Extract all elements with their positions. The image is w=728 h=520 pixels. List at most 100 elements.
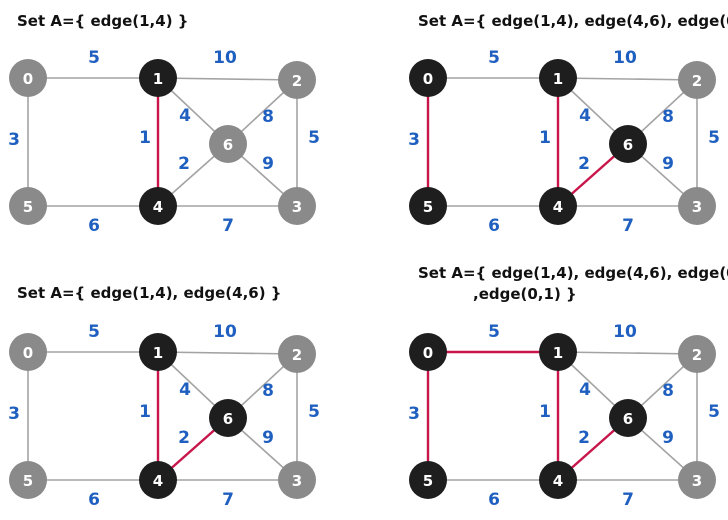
edge-weight-5-4: 6	[88, 490, 100, 510]
edge-1-2	[157, 351, 298, 355]
node-label-0: 0	[23, 70, 33, 88]
edge-weight-1-2: 10	[213, 322, 237, 342]
edge-weight-2-3: 5	[308, 402, 320, 422]
node-3	[678, 187, 716, 225]
edge-weight-1-2: 10	[613, 322, 637, 342]
caption-panel-4: Set A={ edge(1,4), edge(4,6), edge(0,5),…	[418, 264, 728, 303]
edge-weight-1-2: 10	[613, 48, 637, 68]
edge-weight-0-1: 5	[488, 48, 500, 68]
node-4-selected	[139, 461, 177, 499]
caption-line: Set A={ edge(1,4), edge(4,6) }	[17, 284, 281, 302]
edge-weight-2-6: 8	[662, 381, 674, 401]
node-label-4: 4	[153, 198, 163, 216]
edge-weight-4-6: 2	[178, 154, 190, 174]
node-4-selected	[539, 461, 577, 499]
node-label-3: 3	[692, 198, 702, 216]
edge-weight-0-1: 5	[88, 322, 100, 342]
node-label-4: 4	[553, 472, 563, 490]
node-label-4: 4	[553, 198, 563, 216]
caption-panel-3: Set A={ edge(1,4), edge(4,6) }	[17, 284, 281, 302]
node-0-selected	[409, 333, 447, 371]
node-0	[9, 59, 47, 97]
edge-weight-4-3: 7	[222, 216, 234, 236]
caption-line: Set A={ edge(1,4), edge(4,6), edge(0,5)	[418, 264, 728, 282]
edge-weight-4-6: 2	[578, 154, 590, 174]
node-label-0: 0	[23, 344, 33, 362]
edge-weight-6-3: 9	[262, 154, 274, 174]
node-label-1: 1	[553, 70, 563, 88]
edge-weight-5-4: 6	[488, 490, 500, 510]
node-1-selected	[539, 59, 577, 97]
edge-weight-6-3: 9	[662, 154, 674, 174]
node-label-2: 2	[292, 72, 302, 90]
node-2	[278, 61, 316, 99]
node-0-selected	[409, 59, 447, 97]
edge-weight-4-6: 2	[578, 428, 590, 448]
node-2	[678, 61, 716, 99]
edge-weight-1-4: 1	[139, 402, 151, 422]
edge-weight-1-4: 1	[139, 128, 151, 148]
edge-weight-1-6: 4	[179, 106, 191, 126]
node-4-selected	[539, 187, 577, 225]
edge-weight-4-3: 7	[222, 490, 234, 510]
node-6-selected	[609, 125, 647, 163]
edge-weight-1-4: 1	[539, 402, 551, 422]
node-label-1: 1	[553, 344, 563, 362]
edge-weight-1-6: 4	[179, 380, 191, 400]
node-label-3: 3	[292, 198, 302, 216]
edge-weight-1-2: 10	[213, 48, 237, 68]
caption-line: Set A={ edge(1,4) }	[17, 12, 188, 30]
node-1-selected	[539, 333, 577, 371]
graph-panel-2: Set A={ edge(1,4), edge(4,6), edge(0,5) …	[408, 12, 728, 236]
edge-weight-1-4: 1	[539, 128, 551, 148]
node-5	[9, 187, 47, 225]
caption-panel-1: Set A={ edge(1,4) }	[17, 12, 188, 30]
node-label-6: 6	[223, 136, 233, 154]
node-label-6: 6	[623, 410, 633, 428]
edge-weight-1-6: 4	[579, 380, 591, 400]
node-5	[9, 461, 47, 499]
node-label-5: 5	[23, 198, 33, 216]
node-2	[678, 335, 716, 373]
edge-weight-4-3: 7	[622, 216, 634, 236]
node-1-selected	[139, 59, 177, 97]
node-label-2: 2	[692, 346, 702, 364]
edge-weight-0-1: 5	[88, 48, 100, 68]
edge-1-2	[157, 77, 298, 81]
edge-weight-2-3: 5	[308, 128, 320, 148]
node-label-2: 2	[692, 72, 702, 90]
node-5-selected	[409, 187, 447, 225]
node-5-selected	[409, 461, 447, 499]
node-label-5: 5	[423, 472, 433, 490]
node-6-selected	[209, 399, 247, 437]
edge-weight-0-5: 3	[408, 130, 420, 150]
edge-1-2	[557, 351, 698, 355]
node-label-1: 1	[153, 70, 163, 88]
node-6	[209, 125, 247, 163]
node-label-4: 4	[153, 472, 163, 490]
node-4-selected	[139, 187, 177, 225]
edge-1-2	[557, 77, 698, 81]
edge-weight-4-3: 7	[622, 490, 634, 510]
node-label-0: 0	[423, 70, 433, 88]
node-label-5: 5	[423, 198, 433, 216]
edge-weight-0-5: 3	[8, 404, 20, 424]
node-label-3: 3	[292, 472, 302, 490]
node-6-selected	[609, 399, 647, 437]
node-3	[278, 461, 316, 499]
edge-weight-2-6: 8	[262, 381, 274, 401]
node-3	[278, 187, 316, 225]
node-label-2: 2	[292, 346, 302, 364]
node-label-1: 1	[153, 344, 163, 362]
edge-weight-5-4: 6	[88, 216, 100, 236]
edge-weight-0-5: 3	[8, 130, 20, 150]
caption-line: ,edge(0,1) }	[473, 285, 577, 303]
edge-weight-2-6: 8	[662, 107, 674, 127]
node-3	[678, 461, 716, 499]
node-1-selected	[139, 333, 177, 371]
edge-weight-6-3: 9	[262, 428, 274, 448]
caption-line: Set A={ edge(1,4), edge(4,6), edge(0,5) …	[418, 12, 728, 30]
